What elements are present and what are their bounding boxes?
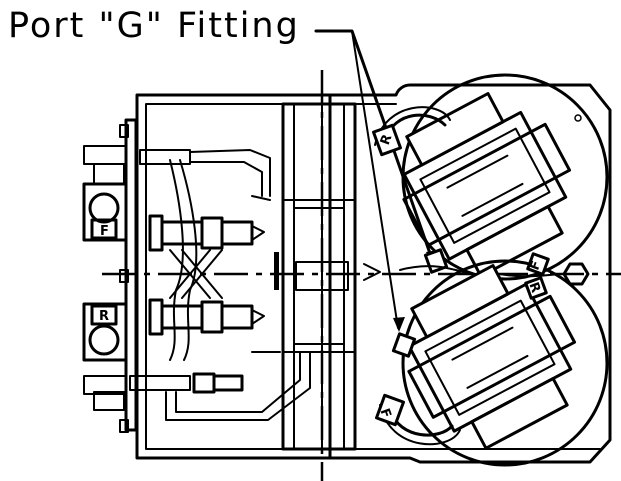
upper-left-solenoid-valve <box>82 145 128 242</box>
upper-right-coil-assembly <box>371 73 609 281</box>
port-g-fitting-callout-label: Port "G" Fitting <box>8 6 300 46</box>
coil-connector-fittings <box>391 248 590 358</box>
left-mounting-plate <box>119 118 138 433</box>
hydraulic-fittings-and-tubing <box>129 149 311 421</box>
lower-left-solenoid-tag: R <box>99 309 109 324</box>
upper-left-solenoid-tag: F <box>100 224 109 239</box>
upper-right-coil-tag: R <box>378 133 396 148</box>
lower-right-coil-assembly <box>374 259 609 467</box>
middle-right-coil-bottom-tag: R <box>525 280 543 295</box>
central-manifold-block <box>274 102 381 451</box>
callout-leader <box>314 29 438 332</box>
center-lines <box>102 70 621 481</box>
lower-left-solenoid-valve <box>82 302 128 411</box>
